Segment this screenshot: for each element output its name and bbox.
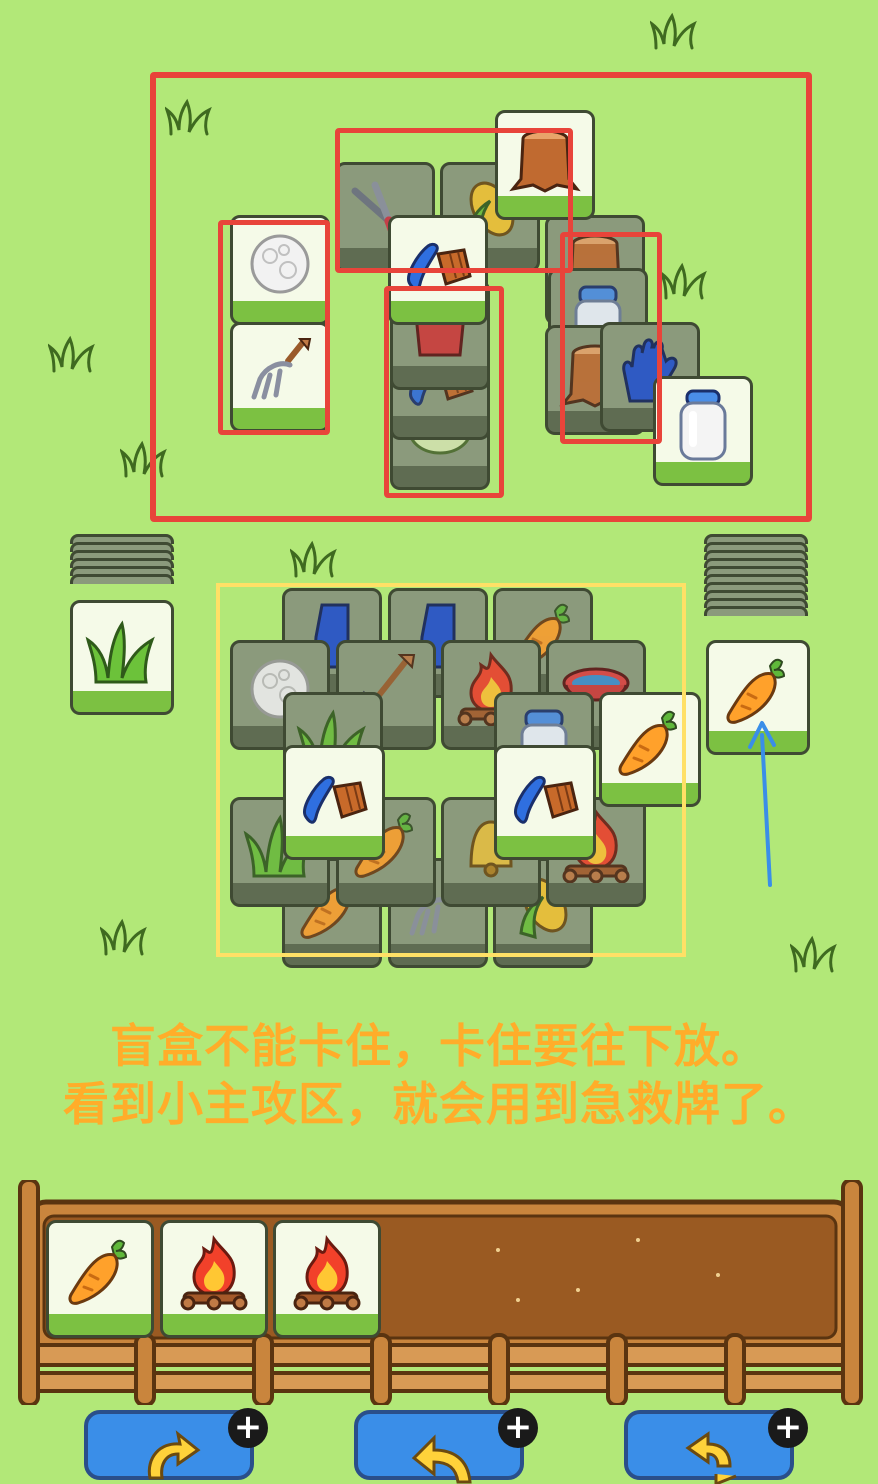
board-tile[interactable] bbox=[283, 745, 385, 860]
board-tile[interactable] bbox=[653, 376, 753, 486]
carrot-icon bbox=[60, 1233, 140, 1313]
add-undo-icon[interactable]: + bbox=[228, 1408, 268, 1448]
board-tile[interactable] bbox=[388, 215, 488, 325]
highlight-box-red bbox=[218, 220, 330, 435]
shuffle-icon bbox=[685, 1431, 737, 1484]
grass-decoration-icon bbox=[790, 935, 850, 975]
grass-decoration-icon bbox=[290, 540, 350, 580]
right-tile-stack bbox=[704, 534, 808, 616]
tray-slot-tile bbox=[46, 1220, 154, 1338]
highlight-box-red bbox=[150, 72, 812, 522]
board-tile[interactable] bbox=[494, 745, 596, 860]
grass-decoration-icon bbox=[48, 335, 108, 375]
board-tile[interactable] bbox=[495, 110, 595, 220]
fire-icon bbox=[287, 1233, 367, 1313]
grass-icon bbox=[82, 612, 162, 692]
highlight-box-red bbox=[335, 128, 573, 273]
grass-decoration-icon bbox=[650, 12, 710, 52]
tray-slot-tile bbox=[160, 1220, 268, 1338]
board-tile[interactable] bbox=[230, 322, 330, 432]
left-tile-stack bbox=[70, 534, 174, 584]
back-arrow-icon bbox=[411, 1434, 472, 1484]
board-tile bbox=[441, 640, 541, 750]
caption-line-1: 盲盒不能卡住，卡住要往下放。 bbox=[110, 1019, 768, 1073]
arrow-up-icon bbox=[748, 721, 776, 887]
highlight-box-red bbox=[384, 286, 504, 498]
caption-line-2: 看到小主攻区，就会用到急救牌了。 bbox=[63, 1077, 815, 1131]
highlight-box-red bbox=[560, 232, 662, 444]
undo-icon bbox=[147, 1430, 201, 1480]
fire-icon bbox=[174, 1233, 254, 1313]
highlight-box-yellow bbox=[216, 583, 686, 957]
add-back-icon[interactable]: + bbox=[498, 1408, 538, 1448]
grass-decoration-icon bbox=[100, 918, 160, 958]
left-stack-top-tile[interactable] bbox=[70, 600, 174, 715]
board-tile bbox=[441, 797, 541, 907]
tray-slot-tile bbox=[273, 1220, 381, 1338]
add-shuffle-icon[interactable]: + bbox=[768, 1408, 808, 1448]
